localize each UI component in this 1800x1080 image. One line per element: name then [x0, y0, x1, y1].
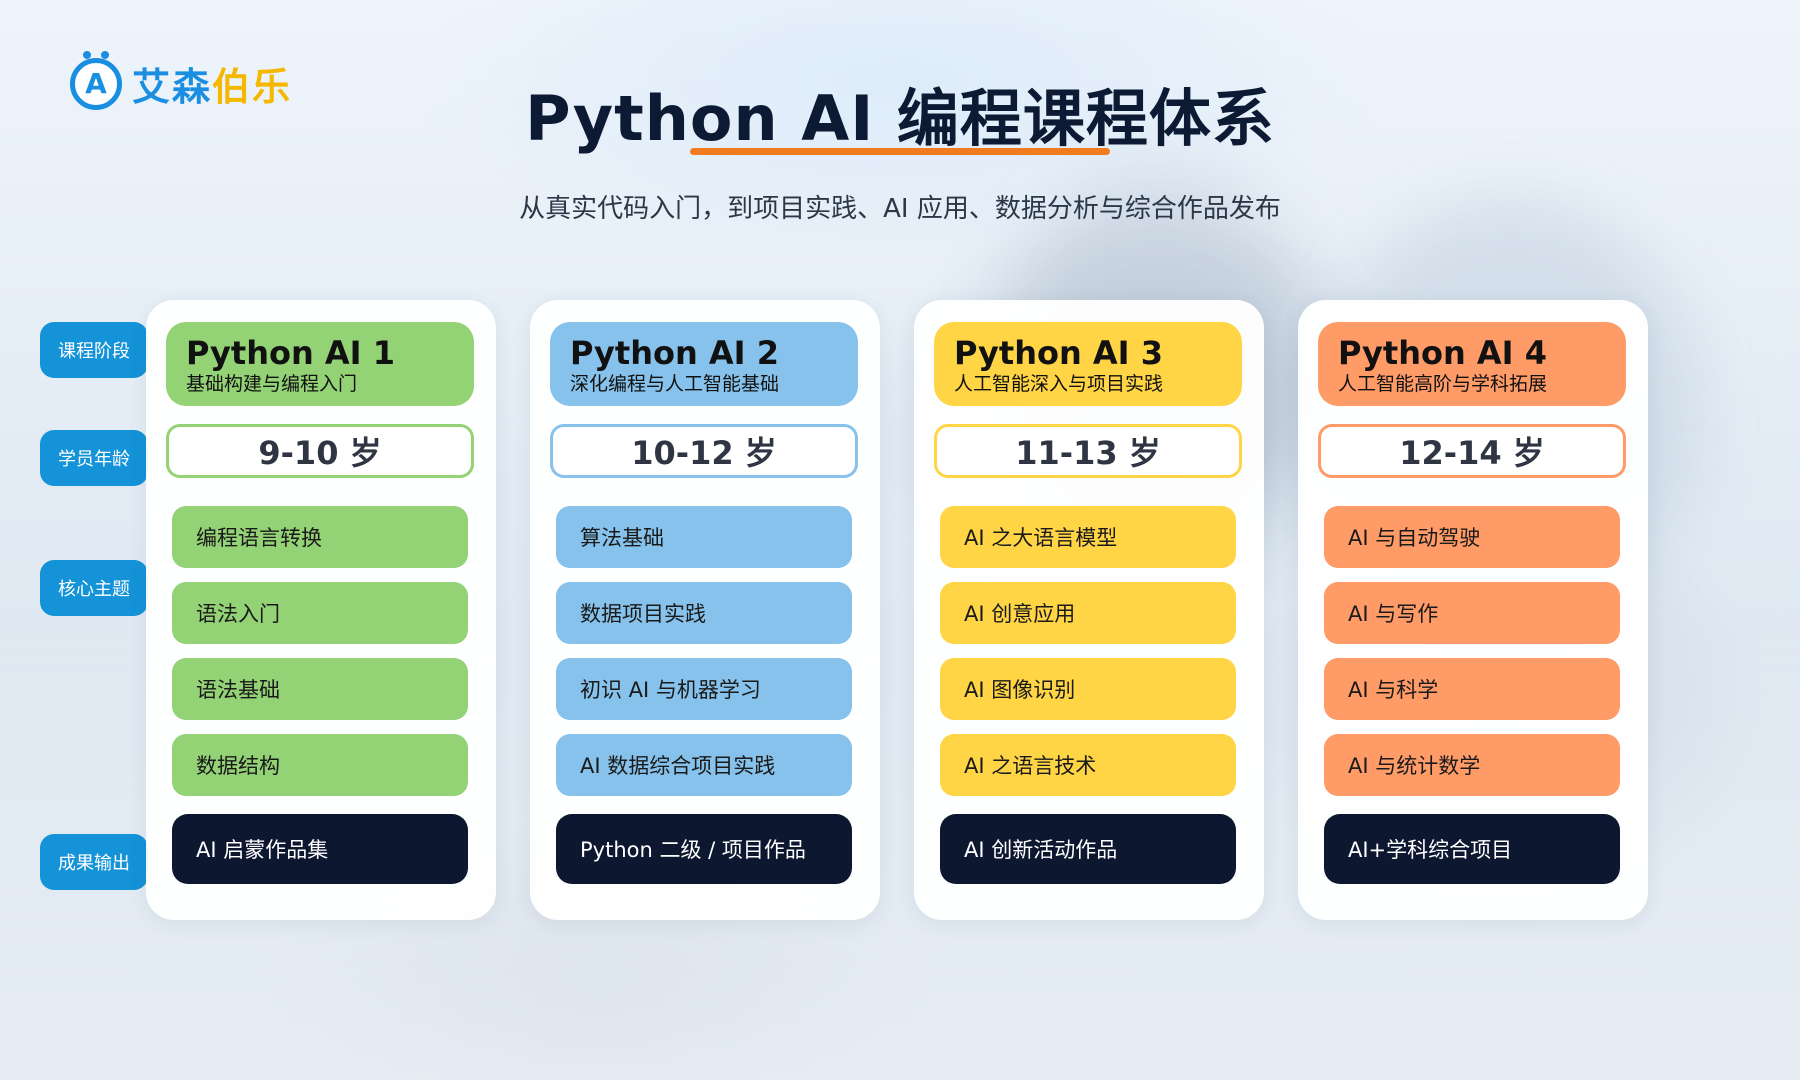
output-item: AI+学科综合项目 [1324, 814, 1620, 884]
row-label-topics: 核心主题 [40, 560, 148, 616]
topic-item: 数据项目实践 [556, 582, 852, 644]
stage-header: Python AI 1 基础构建与编程入门 [166, 322, 474, 406]
course-name: Python AI 4 [1338, 334, 1547, 372]
output-item: AI 创新活动作品 [940, 814, 1236, 884]
row-label-output: 成果输出 [40, 834, 148, 890]
logo-icon: A [70, 50, 122, 110]
topic-item: AI 之语言技术 [940, 734, 1236, 796]
stage-header: Python AI 3 人工智能深入与项目实践 [934, 322, 1242, 406]
topic-item: 语法入门 [172, 582, 468, 644]
course-name: Python AI 3 [954, 334, 1163, 372]
topic-item: AI 与写作 [1324, 582, 1620, 644]
age-badge: 11-13 岁 [934, 424, 1242, 478]
topic-item: 初识 AI 与机器学习 [556, 658, 852, 720]
course-card-3[interactable]: Python AI 3 人工智能深入与项目实践 11-13 岁 AI 之大语言模… [914, 300, 1264, 920]
course-name: Python AI 2 [570, 334, 779, 372]
age-badge: 9-10 岁 [166, 424, 474, 478]
age-badge: 12-14 岁 [1318, 424, 1626, 478]
topic-item: AI 与科学 [1324, 658, 1620, 720]
topic-item: AI 图像识别 [940, 658, 1236, 720]
topic-item: AI 与自动驾驶 [1324, 506, 1620, 568]
topic-item: AI 与统计数学 [1324, 734, 1620, 796]
course-desc: 人工智能高阶与学科拓展 [1338, 373, 1548, 395]
row-label-age: 学员年龄 [40, 430, 148, 486]
course-card-2[interactable]: Python AI 2 深化编程与人工智能基础 10-12 岁 算法基础 数据项… [530, 300, 880, 920]
stage-header: Python AI 2 深化编程与人工智能基础 [550, 322, 858, 406]
row-label-stage: 课程阶段 [40, 322, 148, 378]
brand-name-part1: 艾森 [132, 65, 213, 109]
course-desc: 人工智能深入与项目实践 [954, 373, 1164, 395]
topic-item: AI 之大语言模型 [940, 506, 1236, 568]
course-card-1[interactable]: Python AI 1 基础构建与编程入门 9-10 岁 编程语言转换 语法入门… [146, 300, 496, 920]
output-item: AI 启蒙作品集 [172, 814, 468, 884]
topic-item: 语法基础 [172, 658, 468, 720]
topic-item: 算法基础 [556, 506, 852, 568]
output-item: Python 二级 / 项目作品 [556, 814, 852, 884]
stage-header: Python AI 4 人工智能高阶与学科拓展 [1318, 322, 1626, 406]
brand-name: 艾森伯乐 [132, 56, 292, 111]
brand-name-part2: 伯乐 [212, 65, 293, 109]
course-desc: 深化编程与人工智能基础 [570, 373, 780, 395]
page-title: Python AI 编程课程体系 [525, 82, 1275, 155]
topic-item: AI 数据综合项目实践 [556, 734, 852, 796]
course-name: Python AI 1 [186, 334, 395, 372]
title-underline [690, 148, 1110, 155]
topic-item: AI 创意应用 [940, 582, 1236, 644]
course-card-4[interactable]: Python AI 4 人工智能高阶与学科拓展 12-14 岁 AI 与自动驾驶… [1298, 300, 1648, 920]
course-desc: 基础构建与编程入门 [186, 373, 358, 395]
age-badge: 10-12 岁 [550, 424, 858, 478]
topic-item: 编程语言转换 [172, 506, 468, 568]
brand-logo[interactable]: A 艾森伯乐 [70, 50, 292, 111]
page-subtitle: 从真实代码入门，到项目实践、AI 应用、数据分析与综合作品发布 [519, 194, 1281, 224]
topic-item: 数据结构 [172, 734, 468, 796]
